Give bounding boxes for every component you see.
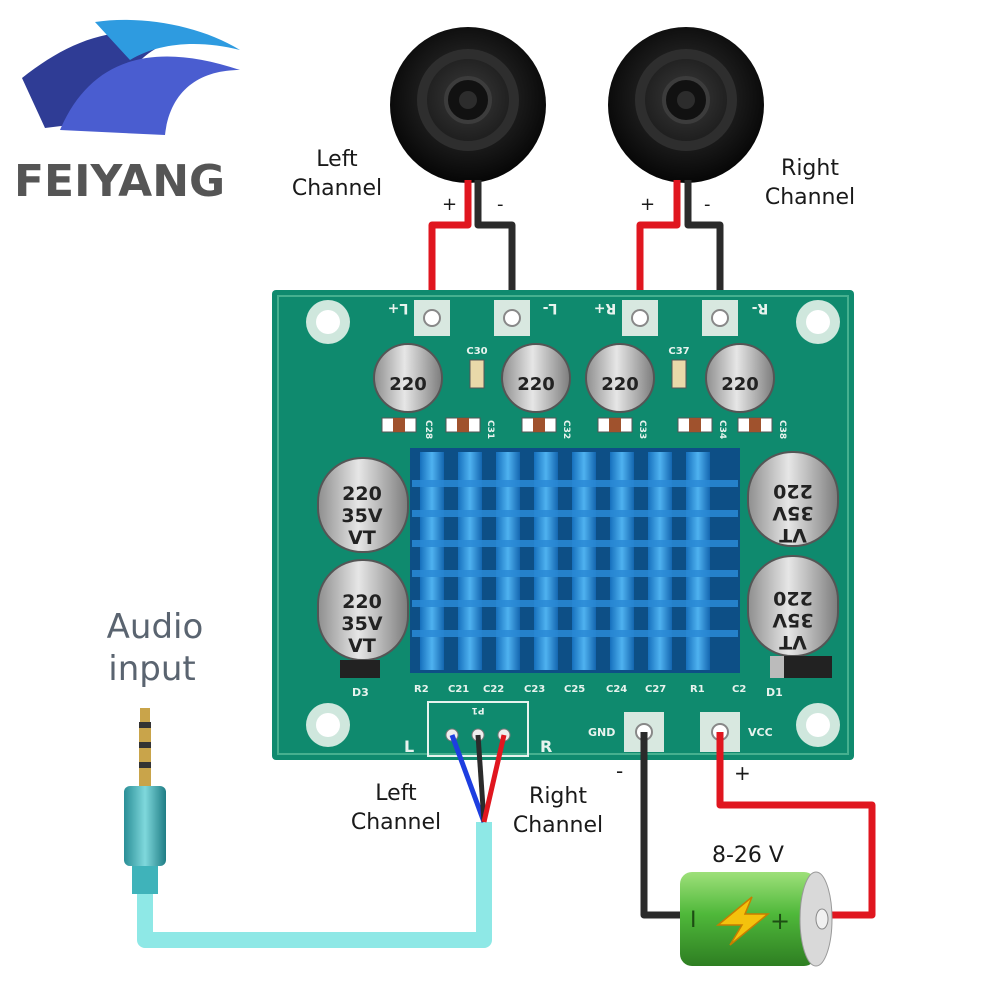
left-negative-wire <box>474 180 516 318</box>
right-positive-wire <box>636 180 681 318</box>
header-label-l: L <box>404 737 414 756</box>
label-p1: P1 <box>472 705 485 715</box>
label-r1: R1 <box>690 684 705 695</box>
big-cap-4-line2: 35V <box>772 609 813 631</box>
cap-value-4: 220 <box>721 374 759 395</box>
label-c33: C33 <box>637 420 647 439</box>
audio-input-title-line2: input <box>108 649 195 689</box>
audio-input-title-line1: Audio <box>107 607 204 647</box>
left-positive-wire <box>428 180 472 318</box>
brand-logo: FEIYANG <box>14 19 240 207</box>
battery-minus-mark: I <box>690 908 697 933</box>
header-label-r: R <box>540 737 552 756</box>
label-d3: D3 <box>352 686 369 699</box>
mounting-holes <box>306 300 840 747</box>
label-c28: C28 <box>423 420 433 439</box>
right-speaker <box>608 27 764 183</box>
audio-left-label-line1: Left <box>375 781 417 806</box>
big-cap-1-line2: 35V <box>341 505 382 527</box>
ground-wire <box>640 732 690 919</box>
big-cap-4-line3: VT <box>779 631 807 653</box>
vcc-plus-sign: + <box>734 761 751 785</box>
label-c31: C31 <box>485 420 495 439</box>
right-input-wire <box>481 734 507 823</box>
logo-swoosh-icon <box>60 56 240 135</box>
label-c30: C30 <box>466 346 487 357</box>
speaker-wires <box>428 180 724 318</box>
audio-right-label-line1: Right <box>529 784 587 809</box>
audio-jack-icon <box>124 708 166 894</box>
label-c27: C27 <box>645 684 666 695</box>
label-c25: C25 <box>564 684 585 695</box>
label-c38: C38 <box>777 420 787 439</box>
cap-value-2: 220 <box>517 374 555 395</box>
left-speaker <box>390 27 546 183</box>
right-minus-sign: - <box>704 194 711 215</box>
smd-components <box>381 417 773 433</box>
left-minus-sign: - <box>497 194 504 215</box>
speaker-terminals <box>414 300 738 336</box>
big-cap-1-line1: 220 <box>342 483 382 505</box>
big-cap-4-line1: 220 <box>773 587 813 609</box>
big-cap-2-line2: 35V <box>341 613 382 635</box>
label-c23: C23 <box>524 684 545 695</box>
big-cap-1-line3: VT <box>348 527 376 549</box>
audio-cable <box>137 822 492 948</box>
power-wires <box>640 732 876 919</box>
terminal-label-r-minus: R- <box>752 300 769 316</box>
right-negative-wire <box>684 180 724 318</box>
label-c2: C2 <box>732 684 746 695</box>
label-gnd: GND <box>588 726 615 739</box>
left-channel-label-line1: Left <box>316 147 358 172</box>
gnd-minus-sign: - <box>616 759 623 783</box>
label-c32: C32 <box>561 420 571 439</box>
label-c34: C34 <box>717 420 727 439</box>
ground-input-wire <box>475 734 487 823</box>
big-cap-3-line2: 35V <box>772 502 813 524</box>
heatsink <box>410 448 740 673</box>
audio-right-label-line2: Channel <box>513 813 603 838</box>
left-input-wire <box>449 734 487 823</box>
terminal-label-r-plus: R+ <box>594 300 617 316</box>
battery-icon <box>680 871 833 967</box>
battery-voltage: 8-26 V <box>712 843 784 868</box>
right-channel-label-line2: Channel <box>765 185 855 210</box>
label-c21: C21 <box>448 684 469 695</box>
label-r2: R2 <box>414 684 429 695</box>
left-plus-sign: + <box>442 194 457 215</box>
big-cap-3-line3: VT <box>779 524 807 546</box>
left-channel-label-line2: Channel <box>292 176 382 201</box>
amplifier-board: L+ L- R+ R- C30 C37 220 220 220 220 C28 <box>272 290 854 760</box>
cap-value-1: 220 <box>389 374 427 395</box>
label-vcc: VCC <box>748 726 773 739</box>
label-d1: D1 <box>766 686 783 699</box>
audio-left-label-line2: Channel <box>351 810 441 835</box>
terminal-label-l-plus: L+ <box>388 300 409 316</box>
label-c22: C22 <box>483 684 504 695</box>
big-cap-2-line1: 220 <box>342 591 382 613</box>
label-c37: C37 <box>668 346 689 357</box>
output-capacitors <box>373 343 775 413</box>
right-channel-label-line1: Right <box>781 156 839 181</box>
big-cap-2-line3: VT <box>348 635 376 657</box>
lightning-icon <box>715 896 771 946</box>
vcc-wire <box>716 732 876 919</box>
battery-plus-mark: + <box>770 907 790 935</box>
cap-value-3: 220 <box>601 374 639 395</box>
right-plus-sign: + <box>640 194 655 215</box>
terminal-label-l-minus: L- <box>542 300 557 316</box>
brand-name: FEIYANG <box>14 156 225 207</box>
input-wires <box>449 734 507 823</box>
big-cap-3-line1: 220 <box>773 480 813 502</box>
label-c24: C24 <box>606 684 627 695</box>
